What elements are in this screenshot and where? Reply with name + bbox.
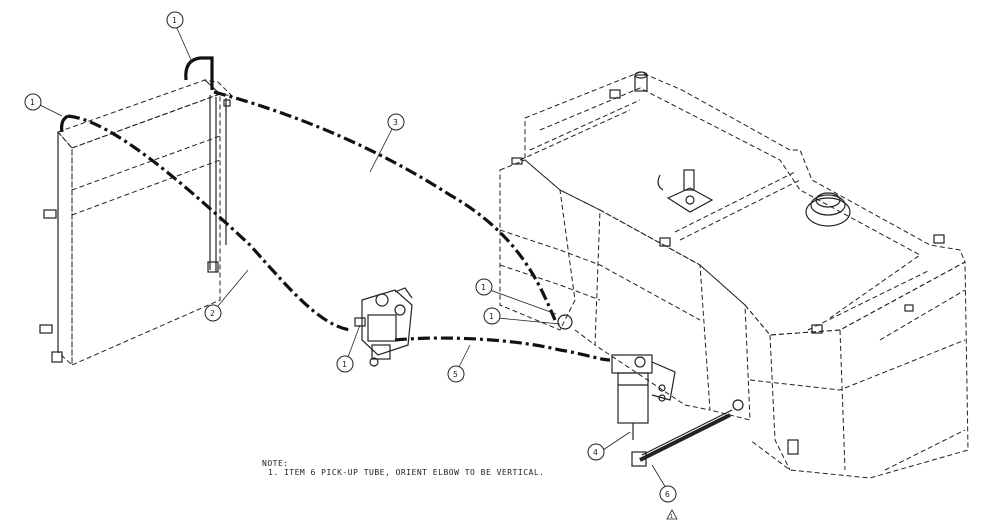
callout-label: 1 <box>489 312 494 321</box>
callout-1-tank-lower: 1 <box>483 307 501 325</box>
callout-1-filter: 1 <box>336 355 354 373</box>
note-line-1: 1. ITEM 6 PICK-UP TUBE, ORIENT ELBOW TO … <box>268 468 545 477</box>
callout-1-left: 1 <box>24 93 42 111</box>
callout-5: 5 <box>447 365 465 383</box>
hose-lines <box>67 90 611 362</box>
cooler-frame <box>39 56 234 367</box>
callout-1-tank-upper: 1 <box>475 278 493 296</box>
callout-label: 1 <box>172 16 177 25</box>
callout-label: 1 <box>30 98 35 107</box>
note-heading: NOTE: <box>262 459 289 468</box>
callout-6: 6 <box>659 485 677 503</box>
pickup-tube <box>631 409 733 467</box>
revision-triangle: 1 <box>666 509 678 520</box>
callout-label: 3 <box>393 118 398 127</box>
callout-3: 3 <box>387 113 405 131</box>
leader-lines <box>39 25 667 489</box>
water-separator <box>611 354 676 440</box>
callout-label: 4 <box>593 448 598 457</box>
callout-label: 1 <box>481 283 486 292</box>
callout-1-top: 1 <box>166 11 184 29</box>
callout-label: 2 <box>210 309 215 318</box>
callout-label: 5 <box>453 370 458 379</box>
revision-mark: 1 <box>670 514 673 520</box>
callout-4: 4 <box>587 443 605 461</box>
callout-label: 6 <box>665 490 670 499</box>
callout-2: 2 <box>204 304 222 322</box>
fuel-filter-assembly <box>354 287 413 367</box>
callout-label: 1 <box>342 360 347 369</box>
fuel-tank <box>499 71 969 479</box>
